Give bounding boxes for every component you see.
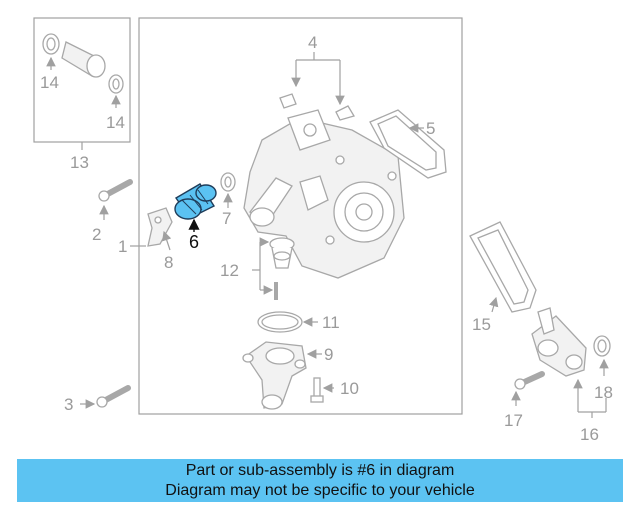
o-ring-18[interactable] [593, 335, 611, 357]
callout-7: 7 [222, 209, 231, 228]
callout-4: 4 [308, 33, 317, 52]
callout-5: 5 [426, 119, 435, 138]
callout-11: 11 [322, 313, 340, 332]
part-info-line: Part or sub-assembly is #6 in diagram [185, 462, 455, 479]
thermostat-12[interactable] [269, 237, 295, 300]
callout-14a: 14 [40, 73, 59, 92]
callout-10: 10 [340, 379, 359, 398]
temperature-sensor-6-highlighted[interactable] [174, 183, 217, 220]
diagram-info-banner: Part or sub-assembly is #6 in diagram Di… [17, 459, 623, 502]
dowel-pins-4[interactable] [279, 93, 355, 121]
o-ring-7[interactable] [220, 172, 236, 192]
callout-18: 18 [594, 383, 613, 402]
callout-3: 3 [64, 395, 73, 414]
diagram-disclaimer-line: Diagram may not be specific to your vehi… [165, 482, 475, 499]
bracket-8[interactable] [147, 207, 173, 247]
drive-belt-15[interactable] [469, 221, 537, 313]
water-pump-housing[interactable] [243, 109, 405, 279]
main-assembly-frame [138, 17, 463, 415]
callout-6: 6 [189, 232, 199, 252]
callout-8: 8 [164, 253, 173, 272]
callout-13: 13 [70, 153, 89, 172]
callout-14b: 14 [106, 113, 125, 132]
bolt-17[interactable] [514, 371, 545, 390]
parts-diagram: 1 2 3 4 5 6 7 8 9 10 11 12 13 14 14 15 1… [33, 17, 613, 444]
coolant-housing-16[interactable] [531, 307, 587, 377]
bolt-2[interactable] [98, 179, 133, 202]
callout-9: 9 [324, 345, 333, 364]
o-ring-11[interactable] [257, 311, 303, 333]
callout-16: 16 [580, 425, 599, 444]
callout-12: 12 [220, 261, 239, 280]
bolt-10[interactable] [310, 377, 324, 403]
gasket-5[interactable] [369, 109, 447, 179]
coolant-outlet-9[interactable] [242, 341, 307, 410]
callout-15: 15 [472, 315, 491, 334]
bolt-3[interactable] [96, 385, 131, 408]
callout-2: 2 [92, 225, 101, 244]
hose-connector-14[interactable] [42, 33, 124, 94]
callout-1: 1 [118, 237, 127, 256]
callout-17: 17 [504, 411, 523, 430]
